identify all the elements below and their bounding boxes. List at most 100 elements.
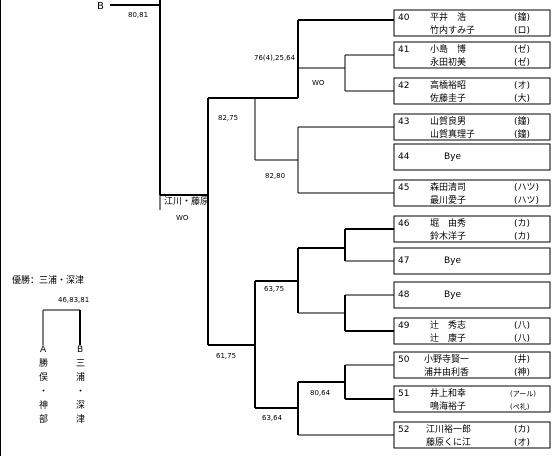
entry-50: 50 小野寺賢一 (井) 浦井由利香 (神) (393, 351, 551, 379)
svg-text:Bye: Bye (444, 290, 462, 300)
match-40-41: 76(4),25,64 (254, 19, 394, 98)
svg-text:永田初美: 永田初美 (430, 56, 466, 68)
entry-52: 52 江川裕一郎 (カ) 藤原くに江 (オ) (393, 421, 551, 449)
entry-43: 43 山賀良男 (鐘) 山賀真理子 (鐘) (393, 113, 551, 141)
svg-text:43: 43 (398, 117, 409, 127)
match-46-49: 63,75 (255, 248, 299, 313)
svg-text:(オ): (オ) (514, 437, 530, 448)
svg-text:小島 博: 小島 博 (430, 43, 466, 55)
top-entry-score: 80,81 (128, 11, 148, 19)
svg-text:井上和幸: 井上和幸 (430, 387, 466, 399)
score-43-45: 82,80 (265, 172, 285, 180)
svg-text:(ロ): (ロ) (514, 26, 530, 36)
match-50-52: 63,64 (255, 382, 394, 436)
svg-text:(ゼ): (ゼ) (514, 56, 530, 68)
svg-text:藤原くに江: 藤原くに江 (426, 436, 471, 448)
svg-text:森田清司: 森田清司 (430, 181, 466, 193)
svg-text:小野寺賢一: 小野寺賢一 (424, 354, 469, 365)
svg-text:深: 深 (76, 400, 85, 411)
svg-text:(鐘): (鐘) (514, 115, 530, 127)
svg-text:(神): (神) (514, 366, 530, 378)
match-46-47 (298, 228, 394, 262)
svg-text:平井 浩: 平井 浩 (430, 11, 466, 23)
score-40-41: 76(4),25,64 (254, 54, 296, 62)
svg-text:(ハツ): (ハツ) (514, 196, 539, 206)
match-43-45: 82,80 (255, 126, 394, 194)
svg-text:佐藤圭子: 佐藤圭子 (430, 92, 466, 104)
semi-winner-label: 江川・藤原 (164, 195, 209, 207)
svg-text:津: 津 (76, 414, 85, 425)
svg-text:浦: 浦 (76, 371, 85, 383)
svg-text:41: 41 (398, 45, 409, 55)
svg-text:45: 45 (398, 183, 409, 193)
svg-text:42: 42 (398, 81, 409, 91)
svg-text:(八): (八) (514, 334, 530, 344)
score-46-49: 63,75 (264, 285, 284, 293)
top-entry-label: B (97, 1, 104, 12)
svg-text:44: 44 (398, 152, 410, 162)
svg-text:47: 47 (398, 256, 409, 266)
score-bottom-r3: 61,75 (216, 352, 236, 360)
final-block: 優勝：三浦・深津 46,83,81 A B 勝 俣 ・ 神 部 三 浦 ・ 深 … (12, 274, 89, 425)
svg-text:・: ・ (76, 387, 85, 397)
svg-text:49: 49 (398, 321, 410, 331)
svg-text:江川裕一郎: 江川裕一郎 (426, 423, 471, 435)
svg-text:(オ): (オ) (514, 80, 530, 91)
svg-text:辻 秀志: 辻 秀志 (430, 319, 466, 331)
entry-49: 49 辻 秀志 (八) 辻 康子 (八) (393, 317, 551, 345)
svg-text:(鐘): (鐘) (514, 128, 530, 140)
final-b-label: B (77, 345, 83, 355)
score-top-r2: 82,75 (218, 114, 238, 122)
match-50-51: 80,64 (298, 364, 394, 400)
entry-40: 40 平井 浩 (鐘) 竹内すみ子 (ロ) (393, 9, 551, 37)
entry-42: 42 高橋裕昭 (オ) 佐藤圭子 (大) (393, 77, 551, 105)
match-top-semifinal: 82,75 (207, 97, 298, 195)
match-41-42: WO (298, 67, 394, 92)
svg-text:48: 48 (398, 290, 410, 300)
svg-text:(ペ礼): (ペ礼) (510, 402, 530, 411)
final-a-label: A (40, 345, 47, 355)
svg-text:・: ・ (39, 387, 48, 397)
svg-text:山賀良男: 山賀良男 (430, 115, 466, 127)
svg-text:(大): (大) (514, 92, 530, 104)
entry-47-bye: 47 Bye (393, 247, 551, 275)
svg-text:52: 52 (398, 425, 409, 435)
svg-text:山賀真理子: 山賀真理子 (430, 128, 475, 140)
svg-text:勝: 勝 (39, 357, 48, 369)
svg-text:鈴木洋子: 鈴木洋子 (430, 230, 466, 242)
svg-text:(ゼ): (ゼ) (514, 43, 530, 55)
score-50-52: 63,64 (262, 414, 283, 422)
final-score: 46,83,81 (58, 296, 89, 304)
svg-text:高橋裕昭: 高橋裕昭 (430, 79, 466, 91)
svg-text:三: 三 (76, 359, 85, 369)
entry-44-bye: 44 Bye (393, 143, 551, 171)
svg-text:46: 46 (398, 219, 410, 229)
svg-text:(八): (八) (514, 321, 530, 331)
svg-text:堀 由秀: 堀 由秀 (430, 217, 466, 229)
svg-text:鳴海裕子: 鳴海裕子 (430, 400, 466, 412)
svg-text:神: 神 (39, 399, 48, 411)
semi-wo-label: WO (176, 214, 189, 222)
entry-41: 41 小島 博 (ゼ) 永田初美 (ゼ) (393, 41, 551, 69)
score-50-51: 80,64 (310, 389, 331, 397)
svg-text:辻 康子: 辻 康子 (430, 332, 466, 344)
svg-text:Bye: Bye (444, 256, 462, 266)
svg-text:俣: 俣 (39, 371, 48, 383)
svg-text:40: 40 (398, 13, 410, 23)
svg-text:(鐘): (鐘) (514, 11, 530, 23)
match-48-49 (298, 294, 394, 332)
entry-51: 51 井上和幸 (アール) 鳴海裕子 (ペ礼) (393, 385, 551, 413)
match-bottom-semifinal: 61,75 (207, 195, 256, 408)
svg-text:浦井由利香: 浦井由利香 (424, 366, 469, 378)
svg-text:(ハツ): (ハツ) (514, 183, 539, 193)
svg-text:部: 部 (39, 413, 48, 425)
entry-48-bye: 48 Bye (393, 281, 551, 309)
svg-text:Bye: Bye (444, 152, 462, 162)
svg-text:50: 50 (398, 355, 410, 365)
svg-text:(カ): (カ) (514, 424, 530, 435)
svg-text:(カ): (カ) (514, 231, 530, 242)
svg-text:51: 51 (398, 389, 409, 399)
svg-text:(アール): (アール) (510, 390, 536, 398)
svg-text:(カ): (カ) (514, 218, 530, 229)
